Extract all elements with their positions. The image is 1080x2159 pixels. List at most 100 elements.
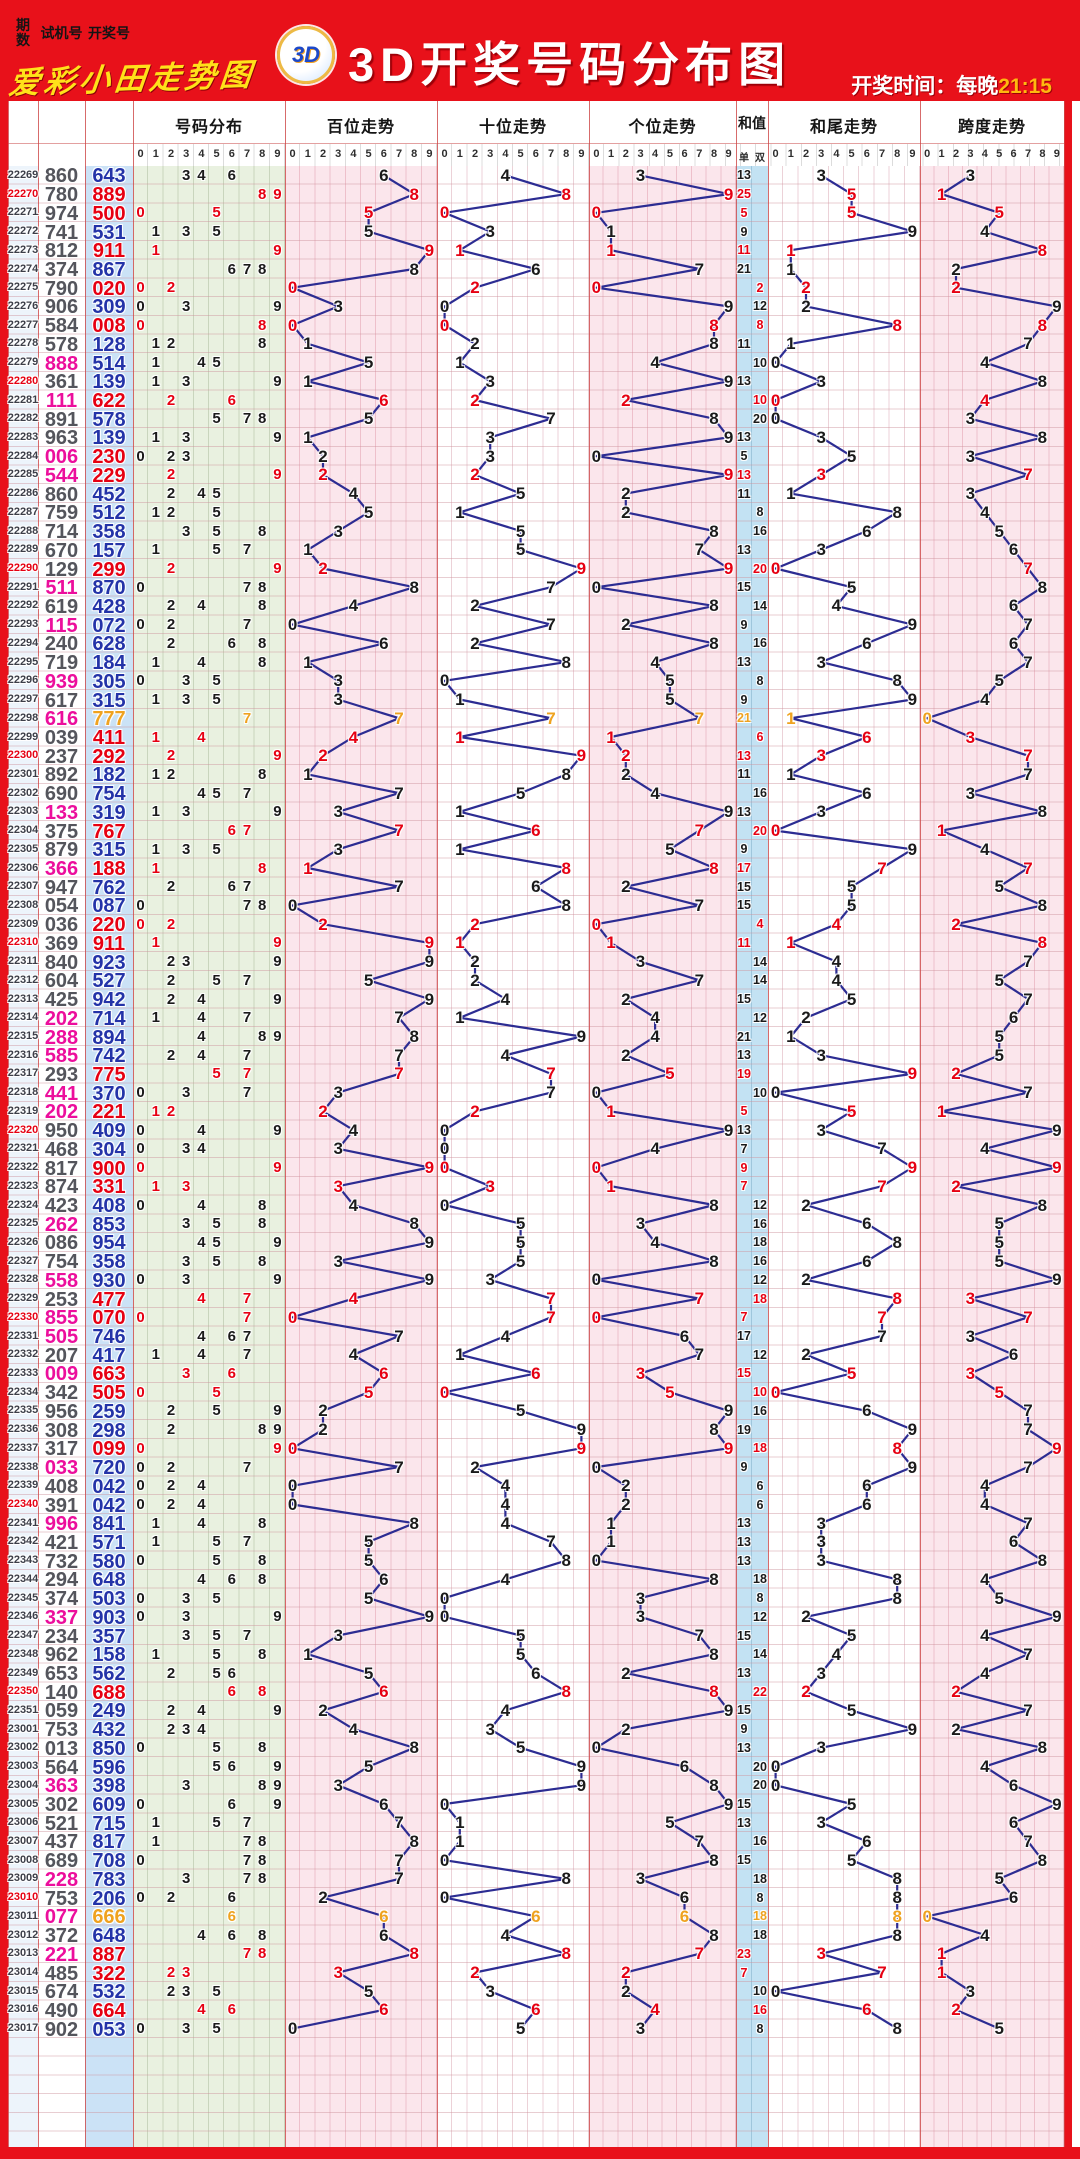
period-cell: 22306 [7,861,39,874]
test-number-cell: 421 [44,1531,79,1554]
draw-number-cell: 259 [92,1400,126,1423]
test-number-cell: 288 [44,1026,79,1049]
units-trend-digit: 4 [650,2000,660,2020]
column-separator-line [437,101,438,2147]
dist-digit: 3 [182,1215,191,1233]
tens-trend-digit: 1 [455,502,465,522]
sumtail-trend-digit: 8 [892,2019,902,2039]
units-trend-digit: 3 [635,165,646,185]
sumtail-trend-digit: 2 [801,1345,811,1365]
span-trend-digit: 4 [980,1925,990,1945]
tens-trend-digit: 0 [439,1195,450,1215]
period-cell: 22283 [7,430,39,443]
sumtail-trend-digit: 3 [816,1532,826,1552]
draw-number-cell: 220 [92,914,126,937]
dist-digit: 5 [212,503,221,521]
draw-number-cell: 229 [92,464,126,487]
tens-trend-digit: 0 [439,1158,450,1177]
sum-value: 13 [737,748,751,763]
sumtail-trend-digit: 3 [816,1551,826,1571]
hundreds-trend-digit: 5 [363,502,374,522]
hundreds-trend-digit: 5 [363,203,374,223]
test-number-cell: 616 [44,708,79,731]
units-trend-digit: 8 [709,1195,719,1215]
dist-digit: 3 [182,428,191,446]
dist-digit: 3 [182,1140,191,1158]
tens-trend-digit: 3 [485,1176,495,1196]
units-trend-digit: 5 [665,690,675,709]
test-number-cell: 375 [44,820,79,843]
dist-digit: 8 [258,896,267,914]
dist-digit: 9 [273,1701,282,1719]
draw-number-cell: 452 [92,483,126,506]
draw-number-cell: 754 [92,783,126,806]
span-trend-digit: 1 [936,1101,947,1121]
subheader-digit: 9 [274,148,281,160]
units-trend-digit: 7 [694,1289,705,1309]
hundreds-trend-digit: 5 [363,1757,374,1777]
draw-number-cell: 596 [92,1756,126,1779]
dist-digit: 3 [182,372,191,390]
subheader-digit: 8 [1039,148,1046,160]
span-trend-digit: 0 [922,708,932,728]
draw-number-cell: 887 [92,1943,126,1966]
period-cell: 23012 [7,1928,39,1941]
sum-value: 21 [737,1029,751,1044]
hundreds-trend-digit: 1 [303,652,313,672]
units-trend-digit: 1 [606,727,616,747]
sumtail-trend-digit: 3 [816,1045,826,1065]
dist-digit: 4 [197,1926,206,1944]
sum-value: 17 [737,1329,751,1343]
subheader-digit: 4 [350,148,357,160]
period-cell: 23003 [7,1760,39,1773]
draw-number-cell: 331 [92,1176,126,1199]
hundreds-trend-digit: 4 [348,596,359,616]
dist-digit: 9 [273,1608,282,1626]
dist-digit: 4 [197,1570,206,1588]
subheader-digit: 2 [622,148,629,160]
hundreds-trend-digit: 3 [333,671,343,691]
dist-digit: 7 [242,1346,252,1364]
dist-digit: 3 [182,1627,191,1644]
units-trend-digit: 9 [723,465,734,485]
tens-trend-digit: 0 [439,315,450,335]
dist-digit: 7 [242,822,252,840]
span-trend-digit: 2 [951,278,961,298]
tens-trend-digit: 4 [500,1495,511,1514]
period-cell: 22345 [7,1591,39,1604]
tens-trend-digit: 8 [561,1682,571,1702]
dist-digit: 4 [197,1290,206,1308]
grid-column-sum [736,166,768,2147]
dist-digit: 4 [197,1496,206,1513]
tens-trend-digit: 1 [455,1345,465,1365]
test-number-cell: 974 [44,202,79,225]
test-number-cell: 939 [44,670,79,693]
span-trend-digit: 8 [1037,315,1048,335]
dist-digit: 0 [136,1739,145,1757]
units-trend-digit: 3 [635,1869,646,1889]
span-trend-digit: 6 [1008,1888,1019,1908]
dist-digit: 6 [227,1683,236,1701]
sumtail-trend-digit: 4 [831,1644,842,1664]
tens-trend-digit: 7 [546,1289,556,1309]
dist-digit: 7 [242,971,252,989]
col-header-draw: 开奖号 [88,24,130,41]
hundreds-trend-digit: 7 [394,783,404,803]
sumtail-trend-digit: 8 [892,1906,902,1926]
col-header-test: 试机号 [40,24,83,41]
subheader-digit: 4 [981,148,988,160]
dist-digit: 0 [136,1383,145,1401]
dist-digit: 0 [136,1589,145,1607]
subheader-digit: 4 [198,148,205,160]
test-number-cell: 006 [44,446,79,469]
units-trend-digit: 7 [694,1944,705,1964]
dist-digit: 1 [151,691,160,708]
sum-value: 13 [737,1815,751,1830]
dist-digit: 5 [212,1758,221,1776]
dist-digit: 8 [258,410,267,428]
tens-trend-digit: 2 [470,390,480,410]
dist-digit: 4 [197,1477,206,1495]
span-trend-line [926,174,1058,2030]
span-trend-digit: 4 [980,1476,990,1496]
subheader-digit: 7 [878,148,886,160]
